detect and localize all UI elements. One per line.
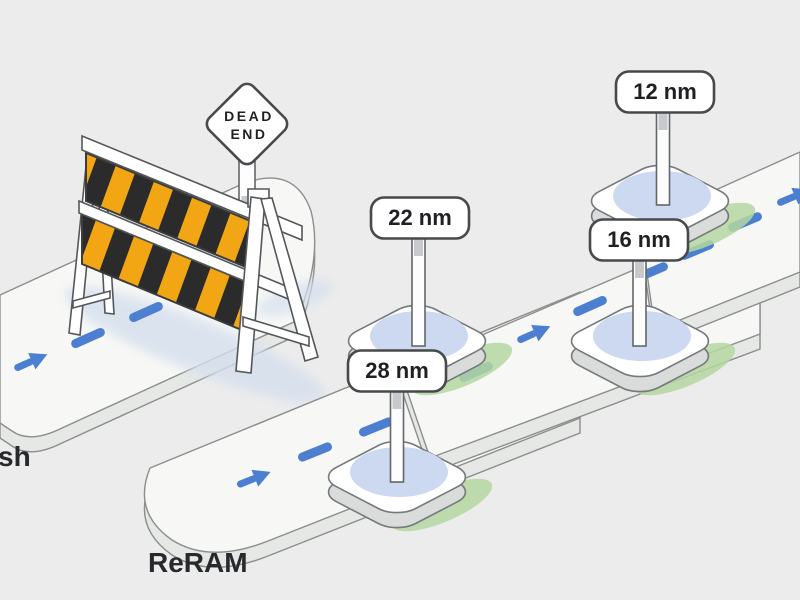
milestone-post-shading — [414, 238, 423, 256]
dead-end-sign: DEAD END — [205, 82, 289, 166]
milestone-28nm: 28 nm — [318, 349, 493, 532]
lane-arrow-icon — [14, 352, 48, 371]
barricade — [68, 134, 319, 374]
milestone-sign — [346, 349, 448, 393]
dead-end-sign-board — [205, 82, 289, 166]
milestone-sign-label: 12 nm — [633, 79, 697, 104]
dead-end-sign-line1: DEAD — [224, 108, 274, 124]
milestone-sign-label: 22 nm — [388, 205, 452, 230]
lane-dash — [358, 417, 394, 437]
milestone-sign — [588, 218, 690, 262]
lane-dash — [129, 302, 163, 322]
milestone-sign-label: 16 nm — [607, 227, 671, 252]
flash-road-label: sh — [0, 441, 31, 472]
milestone-post-shading — [392, 391, 402, 409]
milestone-sign-label: 28 nm — [365, 358, 429, 383]
lane-dash — [297, 442, 333, 462]
milestone-sign — [369, 196, 471, 240]
dead-end-sign-line2: END — [230, 126, 267, 142]
milestone-16nm: 16 nm — [561, 218, 736, 396]
lane-dash — [573, 296, 607, 316]
barricade-top-rail — [81, 134, 303, 242]
barricade-right-leg — [235, 188, 319, 374]
reram-slab3-surface — [639, 151, 800, 331]
reram-lane-markings-slab1 — [236, 417, 394, 488]
reram-road-label: ReRAM — [148, 547, 248, 578]
milestone-sign — [614, 70, 716, 114]
milestone-post-shading — [658, 112, 668, 130]
lane-arrow-icon — [517, 324, 551, 343]
lane-dash — [71, 328, 105, 348]
lane-arrow-icon — [236, 469, 271, 488]
milestone-post-shading — [635, 260, 644, 278]
lane-arrow-icon — [777, 187, 800, 206]
